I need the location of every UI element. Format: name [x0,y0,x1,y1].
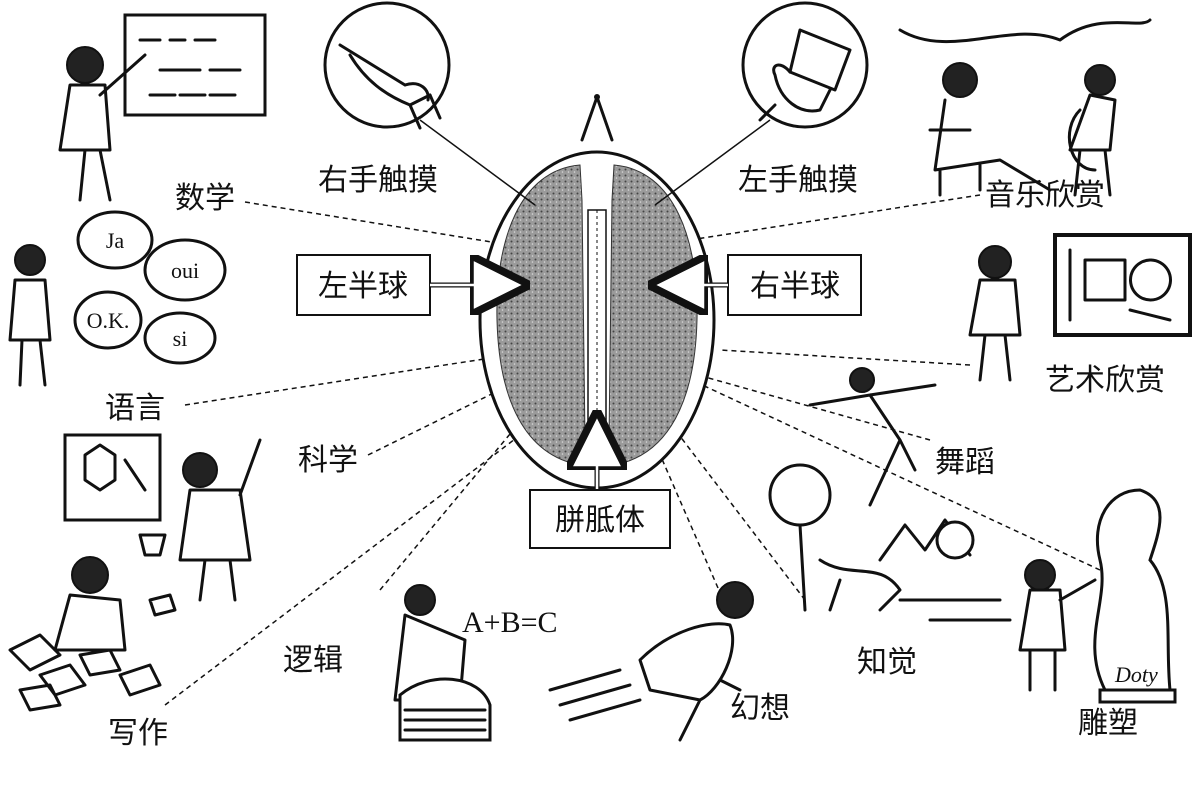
line-perception [659,409,806,601]
label-left-hand-touch: 左手触摸 [738,163,858,198]
line-language [184,354,511,406]
label-dance: 舞蹈 [935,445,995,480]
line-writing [164,419,541,706]
left-hemisphere-label: 左半球 [318,269,408,304]
label-perception: 知觉 [857,645,917,680]
brain [478,94,716,490]
fantasy-superhero-illustration [548,581,754,742]
line-dance [679,369,931,441]
music-listeners-illustration [898,18,1152,197]
left-hemisphere-box: 左半球 [296,254,520,316]
speech-bubble-ja: Ja [76,210,154,270]
line-science [367,379,521,456]
svg-text:Ja: Ja [106,228,125,253]
language-illustration: Ja oui O.K. si [8,210,227,387]
speech-bubble-oui: oui [143,238,227,302]
line-music [689,194,981,241]
left-hemisphere-shape [496,164,586,466]
label-sculpture: 雕塑 [1078,706,1138,741]
label-formula: A+B=C [462,606,558,639]
svg-text:si: si [173,326,188,351]
right-hemisphere-label: 右半球 [750,269,840,304]
sculpture-signature: Doty [1114,662,1158,687]
label-science: 科学 [298,443,358,478]
line-fantasy [644,419,719,589]
label-fantasy: 幻想 [730,691,790,726]
line-logic [379,409,531,591]
speech-bubble-si: si [143,311,217,365]
corpus-callosum-box: 胼胝体 [529,420,671,549]
right-hemisphere-box: 右半球 [658,254,862,316]
right-hand-touch-icon [323,1,536,206]
corpus-callosum-label: 胼胝体 [555,503,645,538]
math-teacher-illustration [58,13,267,202]
speech-bubble-ok: O.K. [73,290,143,350]
svg-text:oui: oui [171,258,199,283]
label-right-hand-touch: 右手触摸 [318,163,438,198]
sculptor-illustration: Doty [1018,488,1177,704]
label-logic: 逻辑 [283,643,343,678]
svg-text:O.K.: O.K. [87,308,130,333]
brain-stem-top [580,95,614,142]
scientist-illustration [63,433,262,602]
label-art: 艺术欣赏 [1045,363,1165,398]
perception-landscape-illustration [768,463,1012,622]
logic-thinker-illustration [393,584,492,742]
line-art [719,349,971,366]
line-math [244,201,511,246]
left-hand-touch-icon [654,1,869,206]
label-writing: 写作 [108,716,168,751]
label-math: 数学 [175,181,235,216]
art-viewer-illustration [968,233,1192,382]
label-language: 语言 [105,391,165,426]
label-music: 音乐欣赏 [985,178,1105,213]
writer-illustration [8,556,177,712]
right-hemisphere-shape [608,164,698,466]
dancer-illustration [808,367,937,507]
